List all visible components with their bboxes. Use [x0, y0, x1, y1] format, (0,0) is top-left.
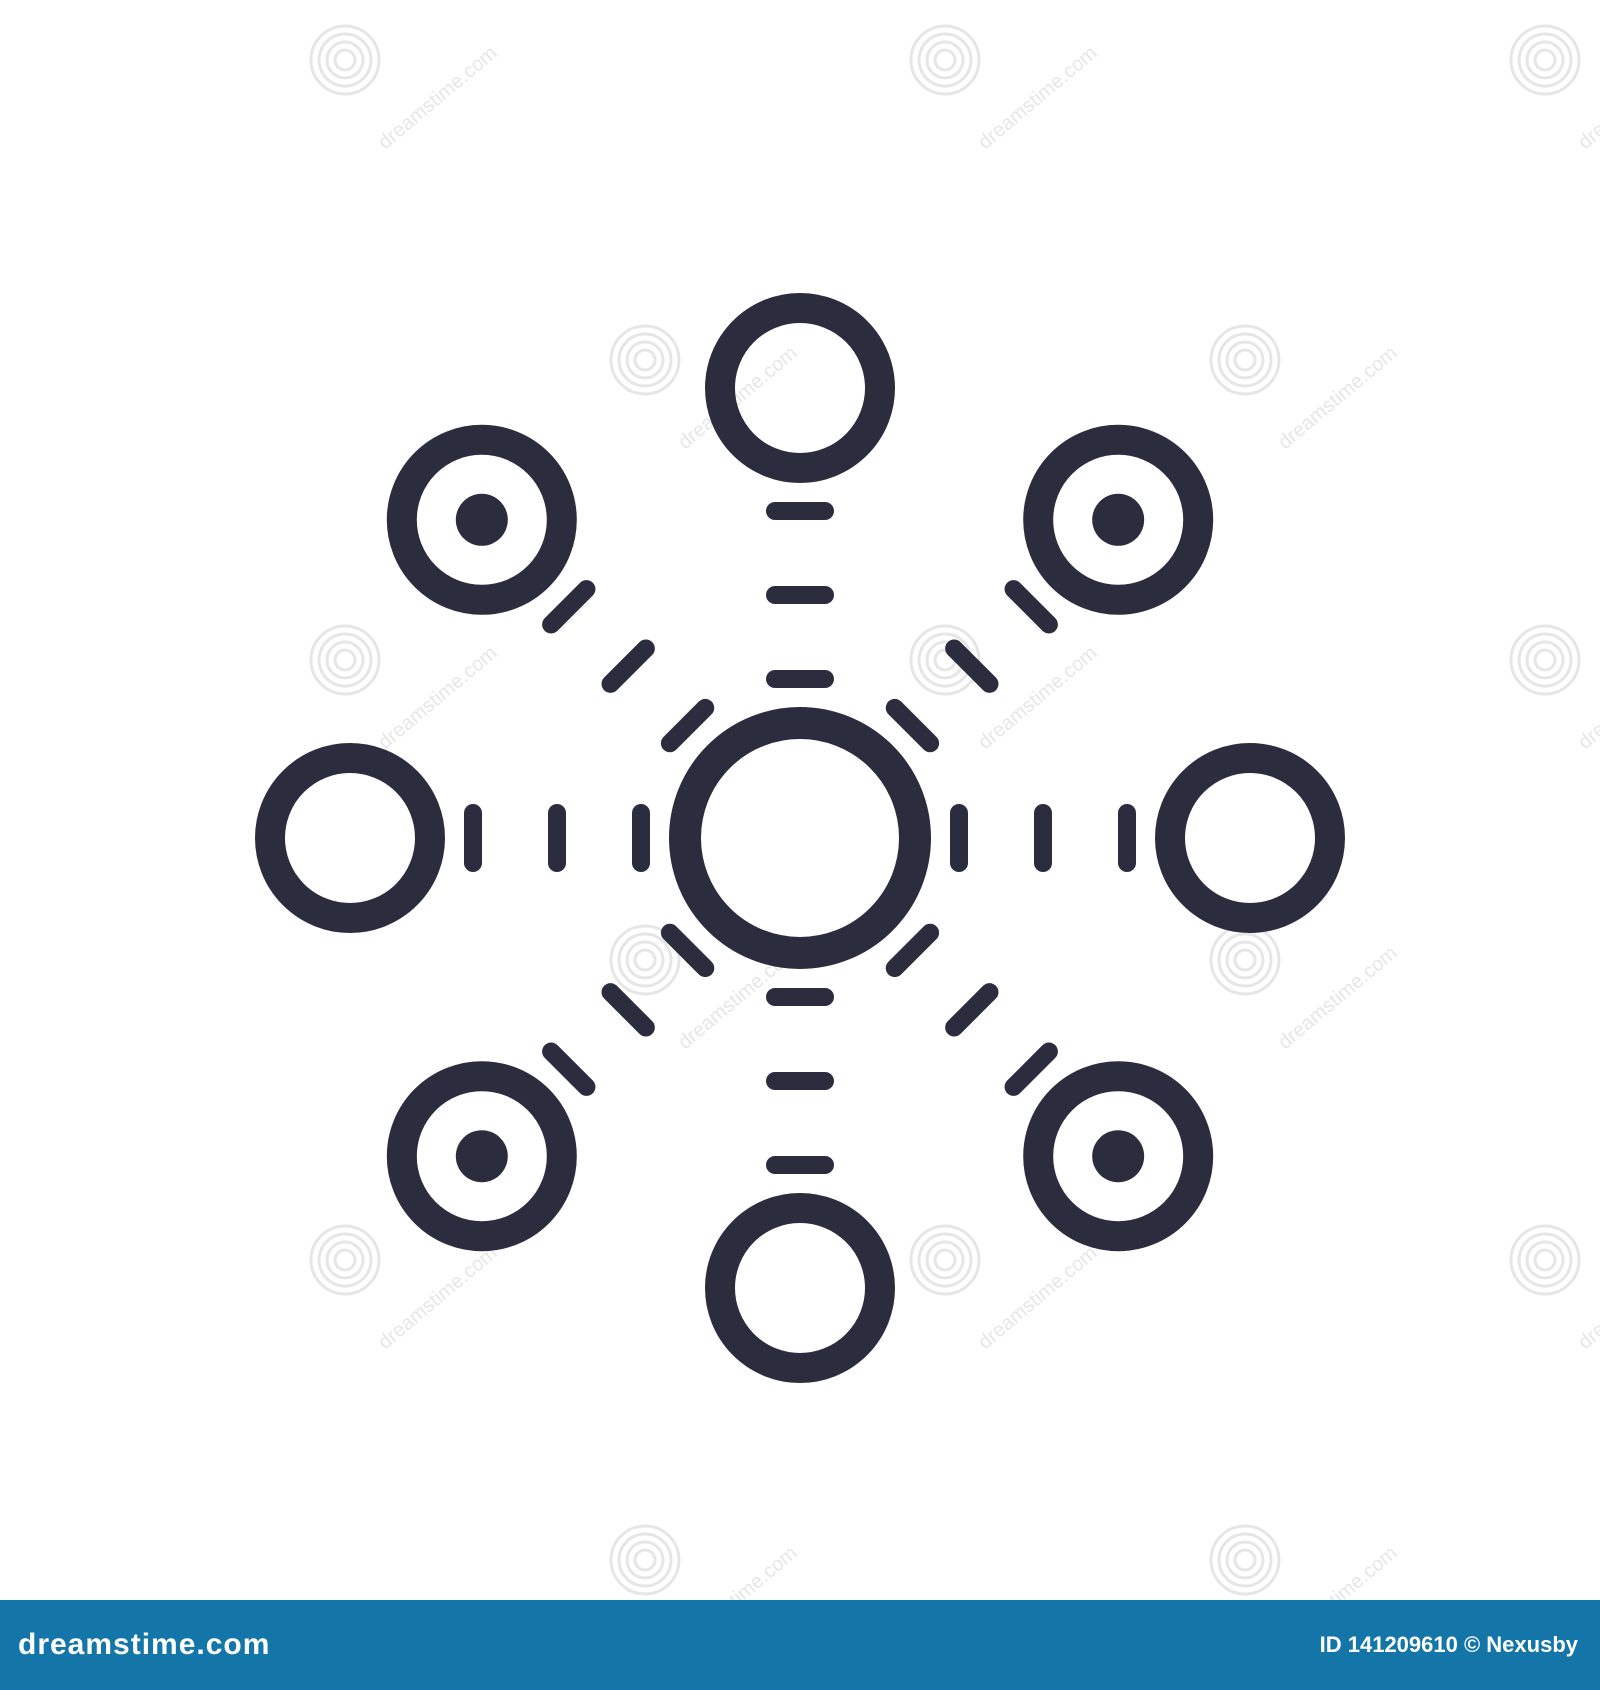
- satellite-node-top: [705, 293, 895, 483]
- connector-dash-top-right: [885, 698, 940, 753]
- connector-dash-top-left: [660, 698, 715, 753]
- connector-dash-top-right: [945, 639, 999, 693]
- satellite-node-top-right: [1023, 424, 1214, 615]
- connector-dash-top-left: [542, 580, 596, 634]
- image-credit: ID 141209610 © Nexusby: [1319, 1632, 1578, 1657]
- connectors: [464, 502, 1136, 1174]
- network-hub-icon: [255, 293, 1345, 1383]
- center-node: [669, 707, 931, 969]
- satellite-node-bottom: [705, 1193, 895, 1383]
- connector-dash-top-right: [1004, 580, 1058, 634]
- dreamstime-logo[interactable]: dreamstime.com: [18, 1628, 271, 1661]
- connector-dash-top-left: [601, 639, 655, 693]
- satellite-node-right: [1155, 743, 1345, 933]
- connector-dash-bottom-right: [945, 983, 999, 1037]
- satellite-dot-top-right: [1092, 493, 1145, 546]
- satellite-dot-bottom-left: [455, 1130, 508, 1183]
- connector-dash-bottom-right: [885, 923, 940, 978]
- satellite-node-left: [255, 743, 445, 933]
- nodes: [255, 293, 1345, 1383]
- connector-dash-bottom-left: [601, 983, 655, 1037]
- connector-dash-bottom-left: [660, 923, 715, 978]
- satellite-dot-bottom-right: [1092, 1130, 1145, 1183]
- satellite-node-top-left: [386, 424, 577, 615]
- connector-dash-bottom-left: [542, 1042, 596, 1096]
- connector-dash-bottom-right: [1004, 1042, 1058, 1096]
- satellite-node-bottom-left: [386, 1061, 577, 1252]
- footer-bar: dreamstime.com ID 141209610 © Nexusby: [0, 1600, 1600, 1690]
- satellite-node-bottom-right: [1023, 1061, 1214, 1252]
- satellite-dot-top-left: [455, 493, 508, 546]
